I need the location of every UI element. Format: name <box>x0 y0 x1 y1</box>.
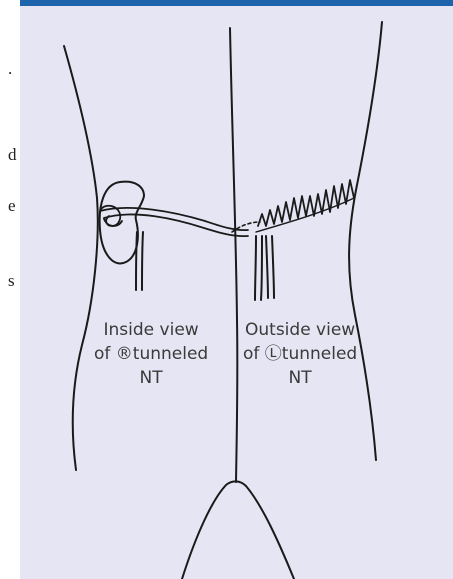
inside-view-label-line3: NT <box>94 366 208 390</box>
ureter-line <box>136 232 137 290</box>
suture-line <box>258 180 354 226</box>
spine-line <box>230 28 237 482</box>
inside-view-label: Inside view of ®tunneled NT <box>94 318 208 390</box>
outside-view-label-line1: Outside view <box>243 318 357 342</box>
inside-view-label-line2: of ®tunneled <box>94 342 208 366</box>
tunneled-tube <box>104 214 248 236</box>
outside-view-label: Outside view of Ⓛtunneled NT <box>243 318 357 390</box>
ureter-line <box>142 232 143 290</box>
exit-tube-line <box>261 236 262 300</box>
exit-tube-line <box>266 236 268 298</box>
outside-view-label-line3: NT <box>243 366 357 390</box>
exit-tube-line <box>255 236 256 300</box>
torso-right-contour <box>349 22 382 460</box>
gluteal-cleft <box>182 481 294 579</box>
exit-tube-line <box>272 236 274 298</box>
inside-view-label-line1: Inside view <box>94 318 208 342</box>
outside-view-label-line2: of Ⓛtunneled <box>243 342 357 366</box>
torso-left-contour <box>64 46 98 470</box>
